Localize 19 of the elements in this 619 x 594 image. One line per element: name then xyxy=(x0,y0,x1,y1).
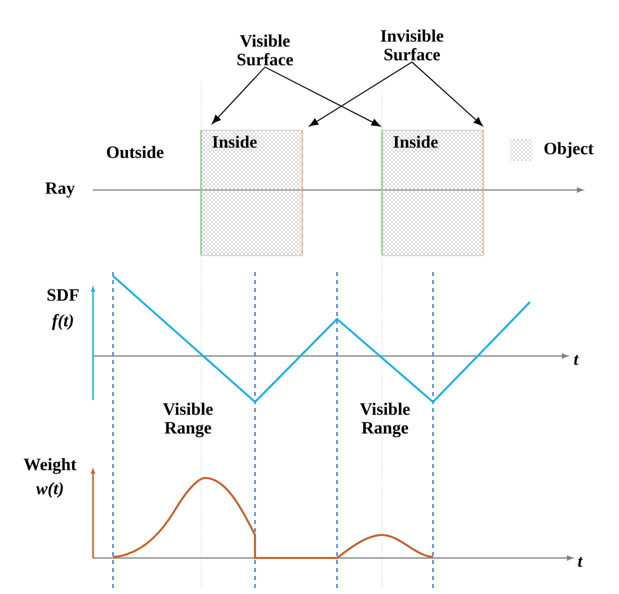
label: Outside xyxy=(106,146,164,158)
arrow xyxy=(264,66,381,127)
axis-label: SDF xyxy=(48,289,79,301)
arrow xyxy=(309,62,412,126)
arrow xyxy=(212,66,266,124)
callout-text: Invisible Surface xyxy=(380,30,444,60)
object-box: Inside xyxy=(382,130,484,256)
object-box: Inside xyxy=(201,130,303,256)
range-label: Visible Range xyxy=(360,402,410,438)
axis-label: w(t) xyxy=(36,482,63,498)
callout-text: Visible Surface xyxy=(238,34,293,66)
legend-label: Object xyxy=(544,142,594,158)
axis-label: t xyxy=(574,355,579,365)
arrow xyxy=(412,62,483,126)
range-label: Visible Range xyxy=(163,402,213,438)
axis-label: f(t) xyxy=(52,314,73,330)
axis-label: t xyxy=(578,557,583,567)
axis-label: Ray xyxy=(45,182,75,198)
axis-label: Weight xyxy=(24,458,76,474)
